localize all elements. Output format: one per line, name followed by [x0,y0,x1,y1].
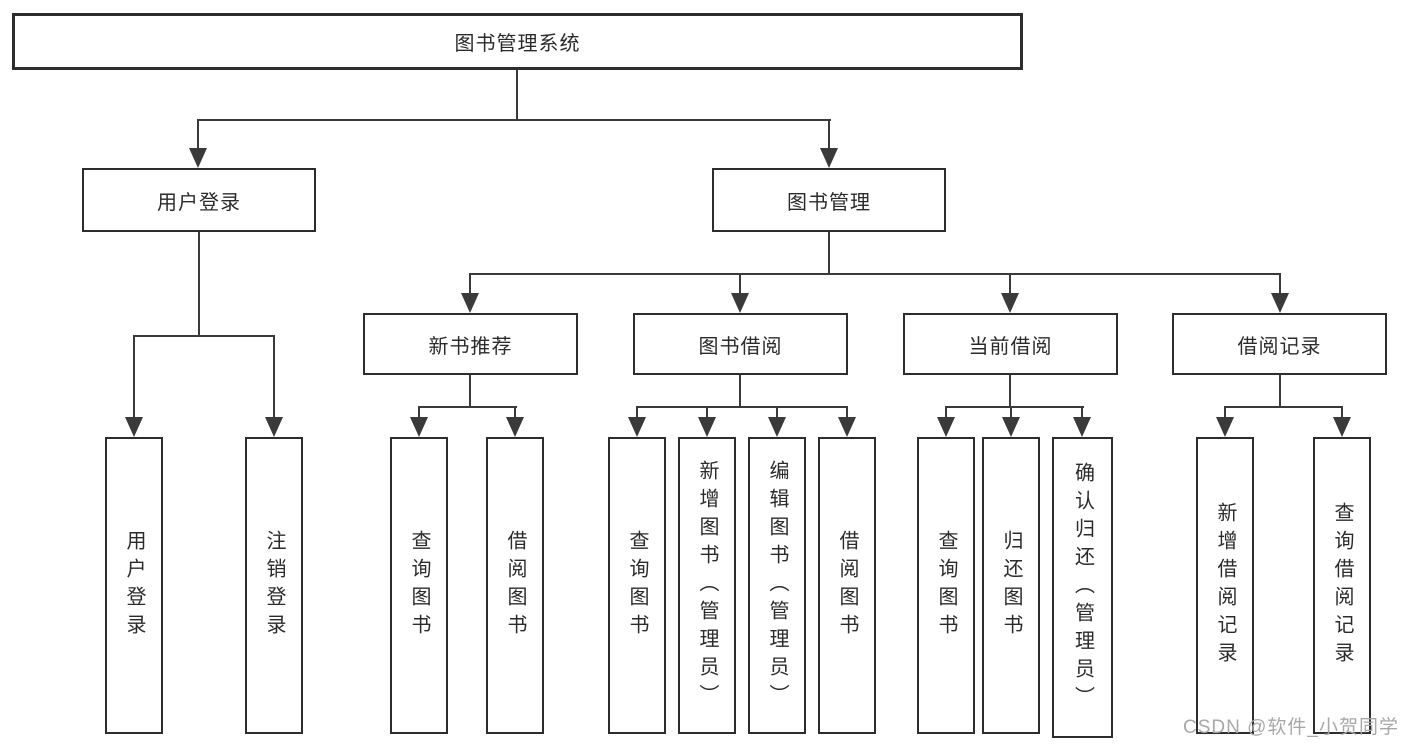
arrowhead [1073,417,1091,437]
arrowhead [1271,293,1289,313]
leaf-query-borrow-record: 查询借阅记录 [1313,437,1371,734]
arrowhead [628,417,646,437]
arrowhead [265,417,283,437]
connector-borrow-bus [636,406,848,408]
connector-drop-borrow-records [1279,273,1281,295]
connector-records-stub [1279,375,1281,407]
node-label: 注销登录 [263,529,285,642]
connector-drop [1081,406,1083,419]
leaf-query-books-borrow: 查询图书 [608,437,666,734]
connector-drop [514,406,516,419]
node-label: 用户登录 [123,529,145,642]
connector-drop-login-leaf1 [133,335,135,419]
leaf-borrow-books: 借阅图书 [818,437,876,734]
node-current-borrow: 当前借阅 [903,313,1118,375]
connector-drop-new-book [469,273,471,295]
leaf-add-books-admin: 新增图书（管理员） [678,437,736,734]
node-label: 编辑图书（管理员） [766,459,788,712]
arrowhead [1333,417,1351,437]
node-label: 当前借阅 [968,335,1053,358]
connector-login-bus [133,335,275,337]
connector-borrow-stub [739,375,741,407]
connector-drop [776,406,778,419]
connector-drop-login-leaf2 [273,335,275,419]
arrowhead [410,417,428,437]
node-label: 图书管理系统 [454,33,581,55]
arrowhead [506,417,524,437]
arrowhead [731,293,749,313]
node-label: 新书推荐 [428,335,513,358]
connector-drop [846,406,848,419]
connector-root-stub [516,70,518,120]
connector-drop [706,406,708,419]
leaf-confirm-return-admin: 确认归还（管理员） [1052,437,1113,738]
connector-mgmt-stub [828,232,830,274]
node-library-management-system: 图书管理系统 [12,13,1023,70]
arrowhead [189,148,207,168]
node-label: 确认归还（管理员） [1071,461,1094,714]
node-label: 借阅图书 [504,529,526,642]
node-user-login: 用户登录 [82,168,316,232]
connector-current-stub [1009,375,1011,407]
node-label: 借阅记录 [1237,335,1322,358]
connector-drop-book-borrow [739,273,741,295]
connector-newbook-bus [418,406,517,408]
node-borrow-records: 借阅记录 [1172,313,1387,375]
node-label: 新增借阅记录 [1214,501,1236,670]
node-label: 归还图书 [1000,529,1022,642]
node-label: 用户登录 [157,191,241,214]
arrowhead [768,417,786,437]
leaf-query-books-recommend: 查询图书 [390,437,448,734]
connector-current-bus [945,406,1084,408]
connector-records-bus [1224,406,1343,408]
node-label: 新增图书（管理员） [696,459,718,712]
connector-drop [1010,406,1012,419]
leaf-edit-books-admin: 编辑图书（管理员） [748,437,806,734]
leaf-logout: 注销登录 [245,437,303,734]
connector-newbook-stub [469,375,471,407]
csdn-watermark: CSDN @软件_小贺同学 [1183,717,1399,738]
arrowhead [1002,417,1020,437]
connector-drop [418,406,420,419]
connector-drop [1224,406,1226,419]
connector-drop-current-borrow [1009,273,1011,295]
node-label: 图书管理 [787,191,871,214]
connector-drop-book-mgmt [828,119,830,149]
arrowhead [937,417,955,437]
arrowhead [125,417,143,437]
node-label: 借阅图书 [836,529,858,642]
node-book-borrow: 图书借阅 [633,313,848,375]
connector-root-bus [197,119,831,121]
arrowhead [1001,293,1019,313]
connector-drop-user-login [197,119,199,149]
node-label: 查询图书 [935,529,957,642]
arrowhead [698,417,716,437]
connector-drop [636,406,638,419]
arrowhead [820,148,838,168]
leaf-add-borrow-record: 新增借阅记录 [1196,437,1254,734]
connector-login-stub [198,232,200,336]
arrowhead [461,293,479,313]
node-label: 查询借阅记录 [1331,501,1353,670]
node-label: 图书借阅 [698,335,783,358]
arrowhead [1216,417,1234,437]
node-new-book-recommend: 新书推荐 [363,313,578,375]
node-label: 查询图书 [626,529,648,642]
connector-mgmt-bus [469,273,1281,275]
arrowhead [838,417,856,437]
leaf-user-login: 用户登录 [105,437,163,734]
connector-drop [1341,406,1343,419]
leaf-query-books-current: 查询图书 [917,437,975,734]
node-label: 查询图书 [408,529,430,642]
leaf-borrow-books-recommend: 借阅图书 [486,437,544,734]
connector-drop [945,406,947,419]
node-book-management: 图书管理 [712,168,946,232]
leaf-return-books: 归还图书 [982,437,1040,734]
